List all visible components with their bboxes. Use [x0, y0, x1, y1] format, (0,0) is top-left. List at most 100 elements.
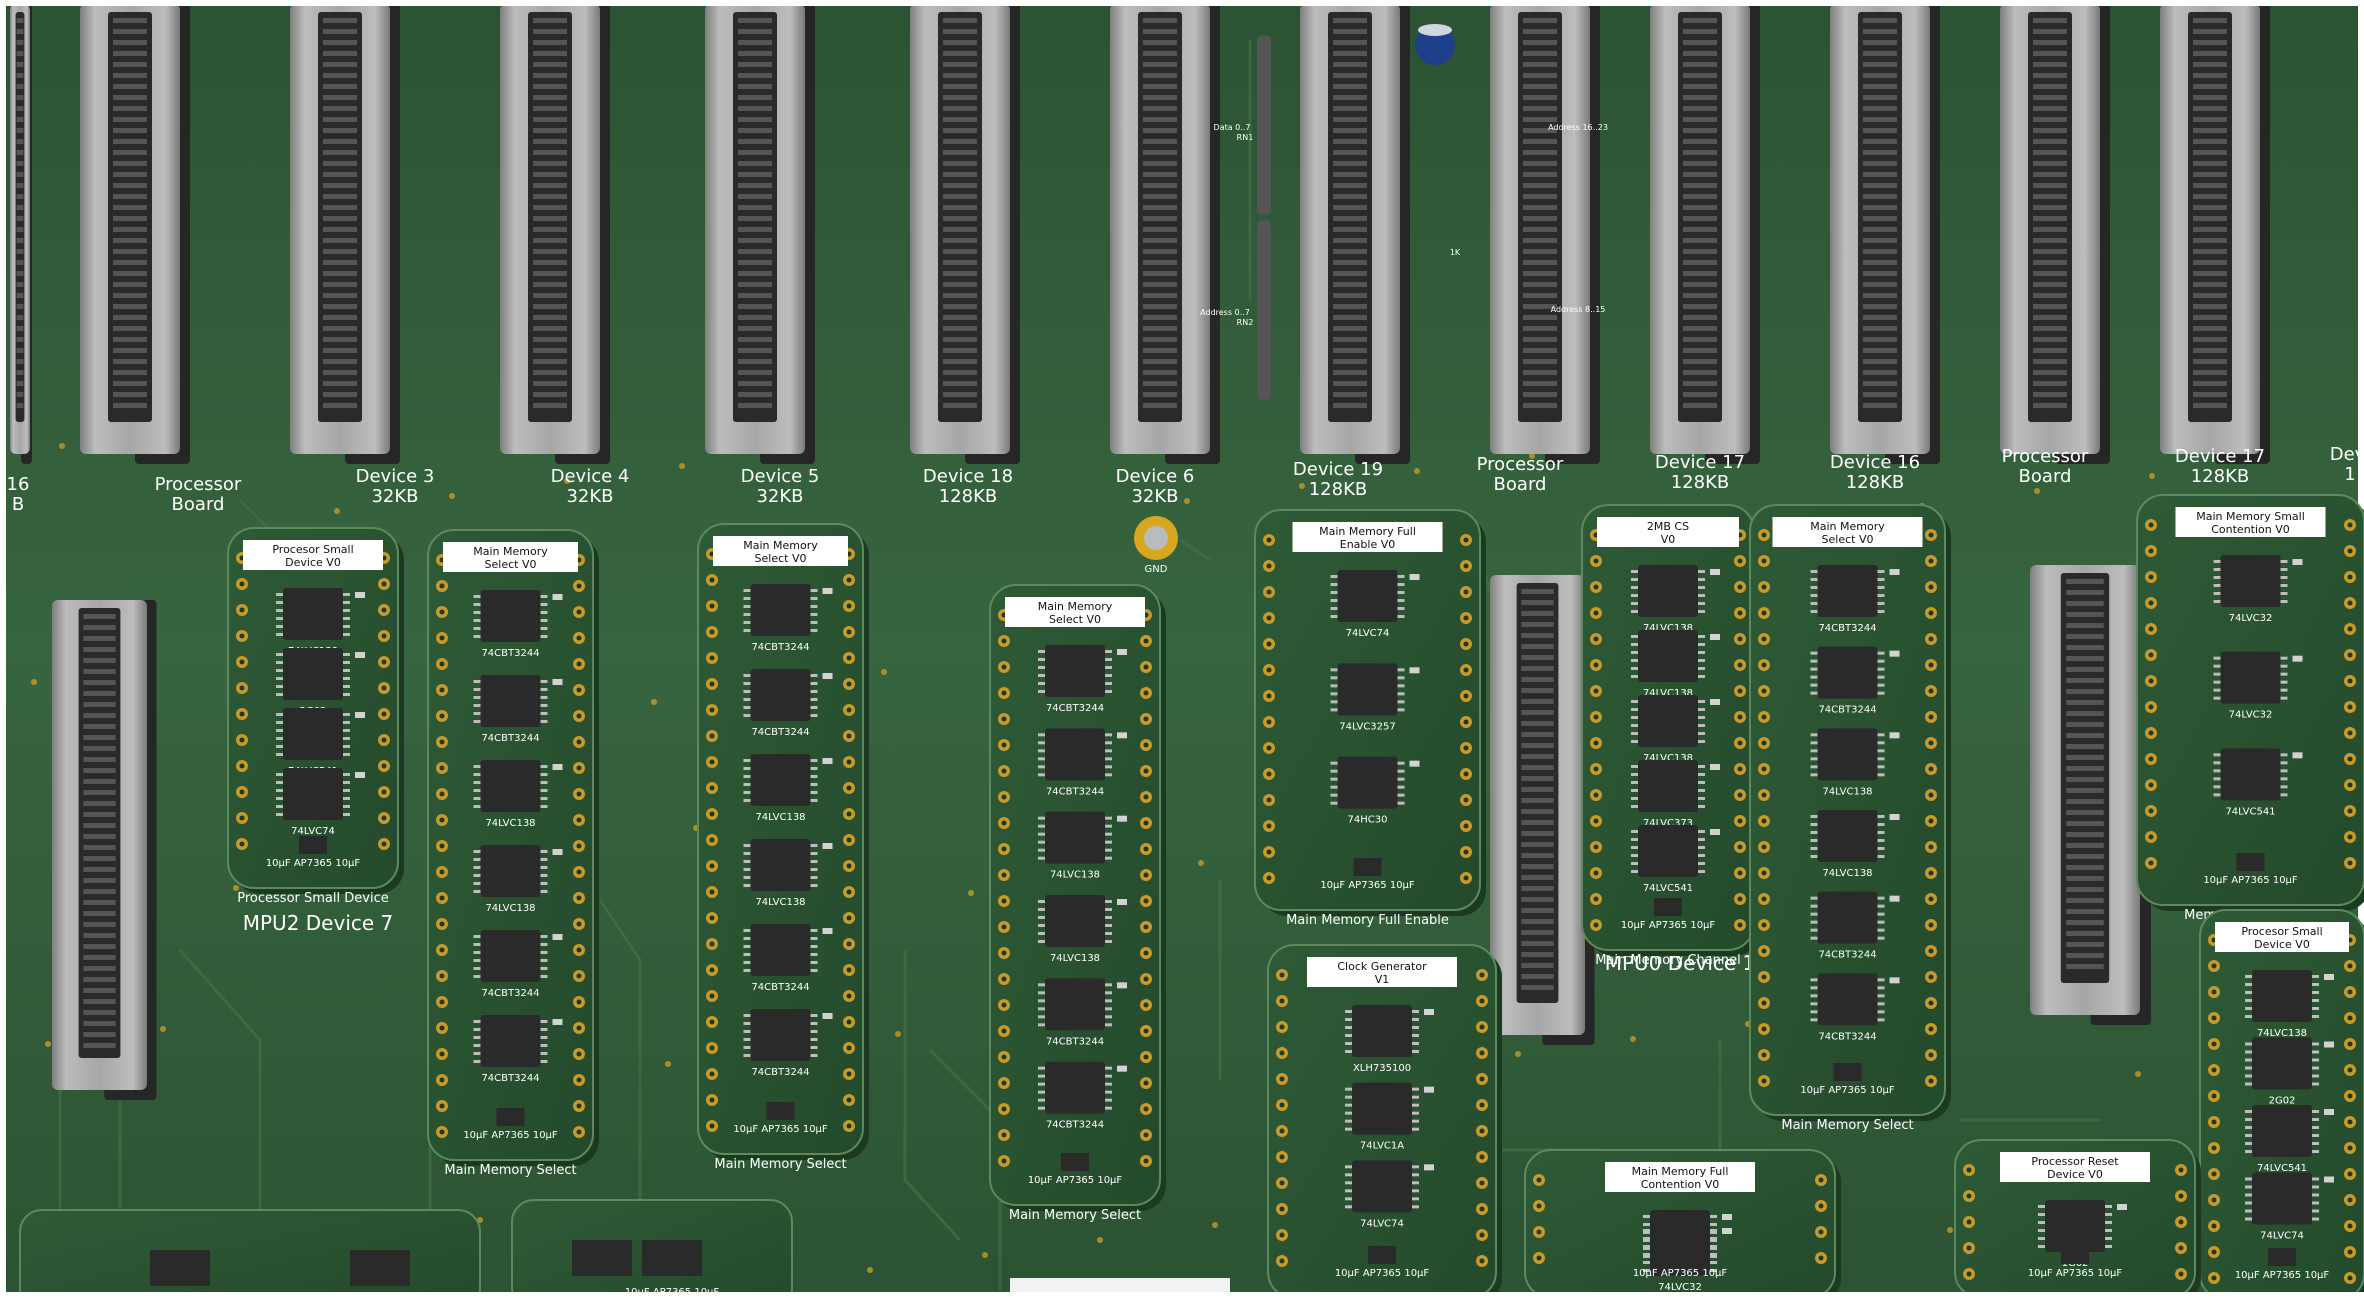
module-title-line: Main Memory — [473, 545, 548, 558]
pin-hole — [576, 713, 582, 719]
connector-pin — [1683, 260, 1717, 265]
connector-pin — [1523, 282, 1557, 287]
pin-hole — [846, 1123, 852, 1129]
regulator-row: 10µF AP7365 10µF — [2028, 1268, 2123, 1279]
ic-lead — [1105, 999, 1112, 1003]
connector-pin — [738, 150, 772, 155]
ic-lead — [2312, 1150, 2319, 1153]
ic-lead — [1631, 838, 1638, 841]
connector-pin — [2033, 150, 2067, 155]
ic-lead — [2312, 1015, 2319, 1018]
pin-hole — [2347, 808, 2353, 814]
connector-pin — [1523, 304, 1557, 309]
pin-hole — [576, 1077, 582, 1083]
ic-lead — [2280, 753, 2288, 757]
connector-pin — [83, 768, 116, 773]
connector-pin — [1143, 403, 1177, 408]
connector-pin — [2033, 95, 2067, 100]
pin-hole — [1001, 638, 1007, 644]
connector-pin — [533, 139, 567, 144]
connector-pin — [738, 117, 772, 122]
pin-hole — [2347, 1171, 2353, 1177]
pin-hole — [2347, 782, 2353, 788]
ic-lead — [1397, 785, 1405, 789]
ic-lead — [1877, 586, 1885, 589]
ic-lead — [1698, 838, 1705, 841]
pin-hole — [1143, 1002, 1149, 1008]
ic-lead — [1412, 1034, 1419, 1037]
pin-hole — [1001, 716, 1007, 722]
ic-lead — [810, 953, 818, 956]
ic-lead — [1877, 994, 1885, 998]
connector-pin — [2033, 348, 2067, 353]
ic-lead — [276, 609, 283, 612]
ic-lead — [743, 682, 751, 685]
via — [982, 1252, 988, 1258]
pin-hole — [1143, 872, 1149, 878]
ic-label: 74LVC541 — [2257, 1163, 2307, 1174]
ic-lead — [276, 661, 283, 664]
connector-pin — [2193, 249, 2227, 254]
ic-lead — [540, 696, 548, 699]
ic-lead — [810, 945, 818, 948]
ic-lead — [343, 797, 350, 800]
connector-pin — [323, 139, 357, 144]
ic-lead — [1412, 1103, 1419, 1107]
pin-hole — [2211, 1145, 2217, 1151]
connector-pin — [1523, 381, 1557, 386]
pin-hole — [1001, 794, 1007, 800]
ic-lead — [1643, 1245, 1650, 1248]
pin-hole — [439, 661, 445, 667]
module-title-box — [243, 540, 383, 570]
connector-pin — [1523, 249, 1557, 254]
connector-pin — [1143, 348, 1177, 353]
ic-lead — [810, 629, 818, 632]
pin-hole — [709, 837, 715, 843]
ic-lead — [1643, 1215, 1650, 1218]
connector-pin — [533, 293, 567, 298]
ic-lead — [2038, 1221, 2045, 1224]
connector-pin — [738, 183, 772, 188]
ic-lead — [540, 805, 548, 808]
ic-lead — [1105, 1023, 1112, 1027]
connector-pin — [1683, 337, 1717, 342]
ic-lead — [276, 721, 283, 724]
ic-lead — [1330, 692, 1338, 696]
frame-top — [0, 0, 2364, 6]
smd-cap — [2324, 1109, 2334, 1115]
pin-hole — [1279, 1050, 1285, 1056]
pin-hole — [846, 681, 852, 687]
ic-lead — [540, 704, 548, 707]
ic-lead — [2038, 1213, 2045, 1216]
connector-pin — [1523, 29, 1557, 34]
connector-pin — [16, 403, 24, 408]
pin-hole — [1536, 1229, 1542, 1235]
ic-label: 74LVC138 — [1822, 868, 1872, 879]
via — [1212, 1222, 1218, 1228]
connector-pin — [1521, 765, 1554, 770]
connector-pin — [2066, 656, 2104, 661]
pin-hole — [709, 1123, 715, 1129]
module-title-box — [1597, 517, 1739, 547]
ic-label: 74CBT3244 — [1046, 1120, 1104, 1131]
pin-hole — [1143, 924, 1149, 930]
ic-lead — [473, 935, 481, 938]
ic-lead — [1038, 1098, 1045, 1102]
ic-lead — [540, 858, 548, 861]
connector-pin — [2066, 590, 2104, 595]
module-title-box — [443, 542, 578, 572]
connector-pin — [16, 315, 24, 320]
smd-cap — [355, 772, 365, 778]
ic-lead — [2213, 584, 2221, 587]
ic-lead — [1412, 1087, 1419, 1091]
ic-lead — [2213, 656, 2221, 660]
connector-pin — [738, 293, 772, 298]
ic-lead — [2245, 1150, 2252, 1153]
top-slot-3 — [500, 4, 610, 464]
pin-hole — [239, 737, 245, 743]
ic-lead — [1105, 765, 1112, 769]
connector-pin — [1521, 666, 1554, 671]
pin-hole — [381, 815, 387, 821]
top-slot-7 — [1300, 4, 1410, 464]
ic-lead — [1810, 602, 1818, 605]
